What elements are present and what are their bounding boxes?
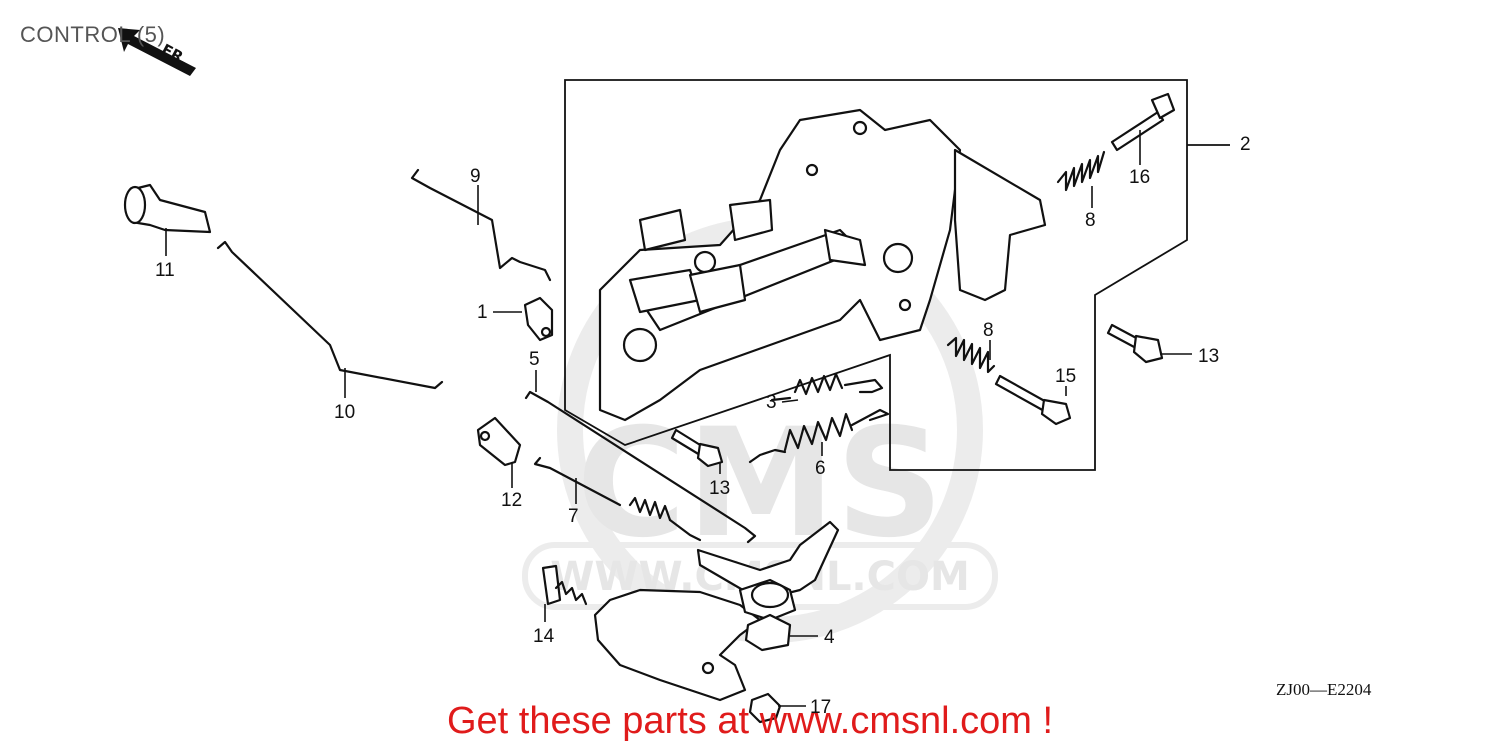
- spring-upper: [1056, 150, 1106, 192]
- callout-5: 5: [529, 349, 540, 370]
- governor-rod: [524, 390, 757, 544]
- adjusting-bolt: [1110, 92, 1176, 152]
- callout-13-right: 13: [1198, 346, 1219, 367]
- callout-12: 12: [501, 490, 522, 511]
- callout-7: 7: [568, 506, 579, 527]
- promo-link[interactable]: Get these parts at www.cmsnl.com !: [446, 700, 1054, 742]
- throttle-spring: [748, 408, 890, 464]
- callout-13-left: 13: [709, 478, 730, 499]
- callout-11: 11: [155, 260, 175, 281]
- control-knob: [123, 183, 212, 234]
- control-lever-assembly: [593, 520, 840, 702]
- return-spring: [770, 372, 884, 402]
- leader-lines: [165, 130, 1192, 707]
- callout-8-upper: 8: [1085, 210, 1096, 231]
- governor-spring: [628, 496, 702, 542]
- lever-bracket: [476, 416, 522, 467]
- page-title: CONTROL (5): [20, 22, 166, 47]
- control-rod: [216, 240, 444, 390]
- flange-bolt-left: [670, 428, 724, 468]
- spring-lower: [946, 336, 996, 374]
- callout-16: 16: [1129, 167, 1150, 188]
- flange-bolt-right: [1106, 323, 1164, 364]
- callout-1: 1: [477, 302, 488, 323]
- callout-6: 6: [815, 458, 826, 479]
- callout-4: 4: [824, 627, 835, 648]
- choke-rod: [410, 168, 552, 282]
- callout-9: 9: [470, 166, 481, 187]
- rod-clip: [523, 296, 554, 342]
- long-bolt: [994, 374, 1072, 426]
- assembly-frame: [564, 79, 1230, 471]
- callout-2: 2: [1240, 134, 1251, 155]
- callout-14: 14: [533, 626, 555, 647]
- flange-nut: [748, 692, 782, 724]
- callout-3: 3: [766, 392, 777, 413]
- set-screw: [541, 564, 588, 606]
- callout-8-lower: 8: [983, 320, 994, 341]
- callout-15: 15: [1055, 366, 1076, 387]
- governor-spring-rod: [533, 456, 622, 507]
- callout-17: 17: [810, 697, 831, 718]
- control-base-bracket: [598, 108, 1047, 422]
- callout-labels: 1 2 3 4 5 6 7 8 8 9 10 11 12 13 13 14 15…: [155, 134, 1251, 718]
- callout-10: 10: [334, 402, 355, 423]
- drawing-code: ZJ00—E2204: [1276, 680, 1372, 699]
